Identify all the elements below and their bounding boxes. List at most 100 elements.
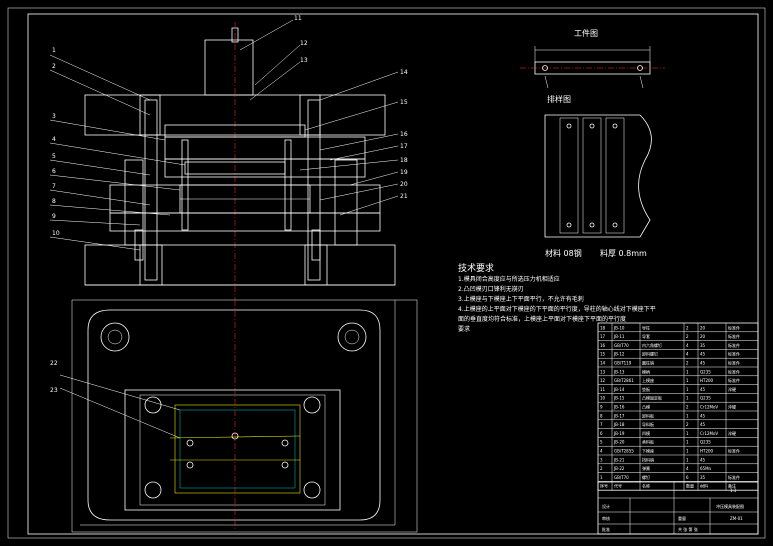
tech-line: 3.上模座与下模座上下平面平行，不允许有毛刺: [458, 295, 584, 303]
bom-cell: 35: [700, 343, 706, 348]
bom-cell: 下模座: [642, 448, 654, 454]
plan-label: 23: [50, 387, 58, 394]
bom-cell: 1: [686, 413, 689, 418]
balloon-right: 13: [300, 57, 308, 64]
plan-label-group: 22 23: [50, 360, 58, 394]
bom-cell: 标准件: [728, 324, 740, 330]
bom-cell: 4: [600, 449, 603, 454]
bom-cell: 45: [700, 361, 706, 366]
bom-cell: 7: [600, 422, 603, 427]
bom-cell: JB-20: [613, 440, 625, 445]
bom-cell: 1: [686, 440, 689, 445]
bom-cell: Q235: [700, 369, 711, 374]
bom-cell: 内六角螺钉: [642, 342, 662, 348]
bom-cell: 1: [600, 475, 603, 480]
title-block: 1:1 冲压模具装配图 ZM-01 设计 审核 批准 重量 共 张 第 张: [597, 481, 759, 535]
balloon-right: 12: [300, 40, 308, 47]
bom-cell: Cr12MoV: [700, 405, 718, 410]
bom-cell: 18: [600, 325, 606, 330]
bom-header-cell: 数量: [686, 483, 694, 489]
bom-cell: JB-17: [613, 413, 625, 418]
bom-cell: 模柄: [642, 368, 650, 374]
bom-cell: 10: [600, 396, 606, 401]
bom-cell: JB-19: [613, 431, 625, 436]
bom-cell: 标准件: [728, 342, 740, 348]
tech-line: 2.凸凹模刃口锋利无崩刃: [458, 285, 524, 293]
bom-cell: JB-21: [613, 457, 625, 462]
bom-cell: 16: [600, 343, 606, 348]
drawing-title: 冲压模具装配图: [716, 503, 744, 509]
bom-cell: GB/T70: [614, 475, 629, 480]
bom-cell: 14: [600, 361, 606, 366]
bom-cell: Q235: [700, 396, 711, 401]
bom-cell: 2: [686, 361, 689, 366]
material-label: 材料 08钢: [545, 248, 582, 258]
workpiece-title: 工件图: [574, 28, 598, 38]
balloon-left: 9: [52, 213, 56, 220]
bom-cell: 1: [686, 369, 689, 374]
bom-cell: 凹模: [642, 430, 650, 436]
balloon-right: 14: [400, 69, 408, 76]
bom-cell: JB-18: [613, 422, 625, 427]
balloon-left-group: 1 2 3 4 5 6 7 8 9 10: [52, 47, 60, 237]
bom-cell: 45: [700, 387, 706, 392]
bom-cell: JB-11: [613, 334, 625, 339]
bom-cell: JB-10: [613, 325, 625, 330]
balloon-left: 7: [52, 183, 56, 190]
bom-cell: 标准件: [728, 351, 740, 357]
bom-header-cell: 名称: [642, 483, 650, 489]
plan-view: [59, 299, 418, 533]
bom-cell: 1: [686, 449, 689, 454]
bom-cell: 凸模: [642, 404, 650, 410]
bom-cell: 12: [600, 378, 606, 383]
balloon-right: 16: [400, 131, 408, 138]
bom-header-cell: 序号: [600, 483, 608, 489]
checker: 审核: [602, 515, 610, 521]
bom-cell: JB-13: [613, 369, 625, 374]
sheet: 共 张 第 张: [678, 526, 698, 532]
bom-cell: 45: [700, 422, 706, 427]
balloon-left: 5: [52, 153, 56, 160]
bom-cell: 4: [686, 343, 689, 348]
bom-cell: GB/T119: [614, 361, 632, 366]
bom-cell: 1: [686, 457, 689, 462]
bom-cell: GB/T2855: [614, 449, 634, 454]
bom-cell: 淬硬: [728, 404, 736, 410]
tech-line: 要求: [458, 325, 470, 333]
bom-cell: 弹簧: [642, 465, 650, 471]
bom-cell: 淬硬: [728, 430, 736, 436]
balloon-left: 4: [52, 136, 56, 143]
bom-cell: 2: [600, 466, 603, 471]
bom-cell: 凸模固定板: [642, 395, 662, 401]
bom-cell: 17: [600, 334, 606, 339]
plan-label: 22: [50, 360, 58, 367]
bom-cell: 标准件: [728, 474, 740, 480]
designer: 设计: [602, 503, 610, 509]
balloon-right: 20: [400, 181, 408, 188]
bom-cell: 螺钉: [642, 474, 650, 480]
bom-cell: 2: [686, 405, 689, 410]
bom-cell: 淬硬: [728, 386, 736, 392]
balloon-right: 19: [400, 169, 408, 176]
bom-cell: 卸料螺钉: [642, 351, 658, 357]
weight: 重量: [678, 515, 686, 521]
tech-line: 4.上模座的上平面对下模座的下平面的平行度，导柱的轴心线对下模座下平: [458, 305, 656, 313]
balloon-left: 8: [52, 198, 56, 205]
inner-frame: [27, 13, 759, 535]
leaders-left: [49, 54, 186, 251]
balloon-left: 1: [52, 47, 56, 54]
balloon-right: 18: [400, 157, 408, 164]
balloon-left: 10: [52, 230, 60, 237]
bom-cell: 标准件: [728, 333, 740, 339]
bom-cell: 上模座: [642, 377, 654, 383]
bom-cell: 11: [600, 387, 606, 392]
bom-cell: 15: [600, 352, 606, 357]
bom-header-cell: 代号: [614, 483, 622, 489]
bom-cell: 2: [686, 422, 689, 427]
bom-cell: 标准件: [728, 360, 740, 366]
drawing-number: ZM-01: [730, 516, 743, 521]
bom-cell: 45: [700, 457, 706, 462]
bom-cell: JB-22: [613, 466, 625, 471]
bom-header-cell: 备注: [728, 483, 736, 489]
